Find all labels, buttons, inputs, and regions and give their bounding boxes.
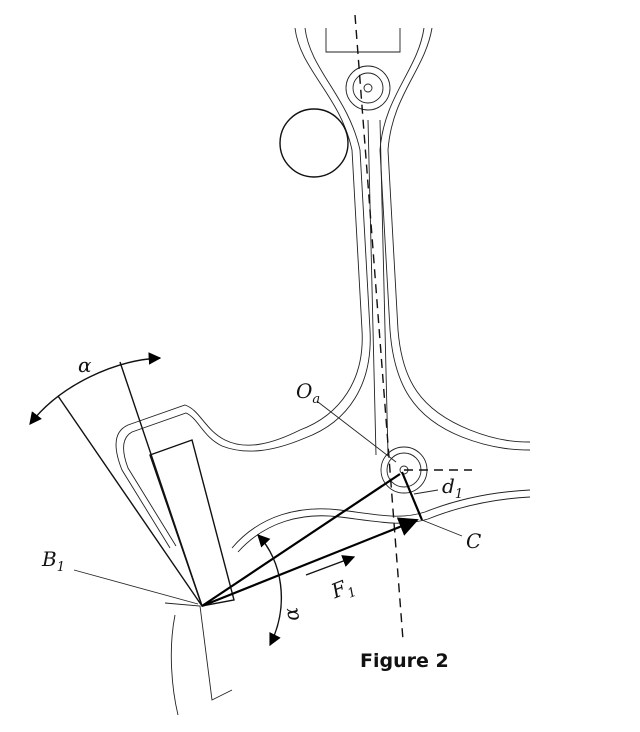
reference-line-2 — [119, 361, 203, 607]
f1-arrow — [305, 555, 356, 576]
leader-c — [421, 519, 463, 537]
force-f1-line — [201, 517, 419, 608]
label-b1: B1 — [41, 547, 65, 575]
alpha-arc-top — [29, 352, 162, 425]
line-b1-to-pivot — [201, 473, 401, 607]
label-c: C — [466, 529, 481, 553]
leader-d1 — [413, 489, 439, 495]
label-f1: F1 — [327, 573, 359, 608]
label-alpha-top: α — [78, 353, 92, 377]
stop-pin-circle — [279, 108, 349, 178]
reference-line-1 — [57, 395, 203, 607]
leader-oa — [317, 401, 397, 463]
line-oa-to-c — [400, 471, 424, 521]
label-alpha-right: α — [278, 605, 304, 623]
leader-b1 — [73, 569, 199, 605]
label-oa: Oa — [296, 379, 320, 407]
upper-pivot — [345, 65, 391, 111]
alpha-arc-right — [257, 534, 282, 647]
lever-arm — [115, 27, 531, 553]
label-d1: d1 — [442, 474, 463, 502]
figure-caption: Figure 2 — [360, 650, 449, 672]
